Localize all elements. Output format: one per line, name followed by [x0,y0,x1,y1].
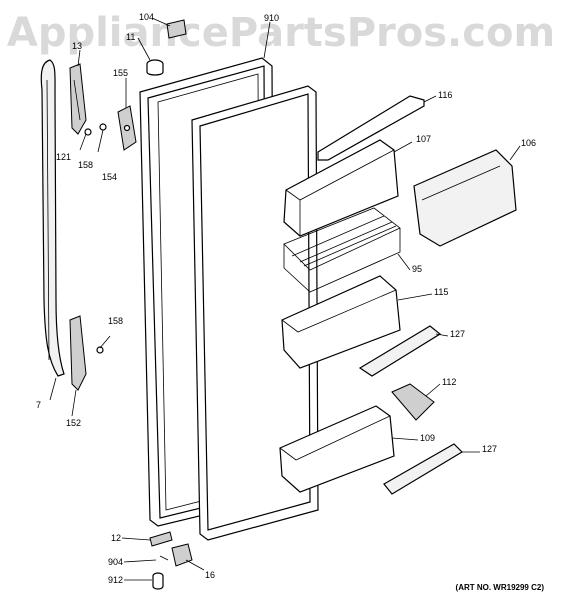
callout-13: 13 [72,41,83,51]
leader-lines [49,17,521,581]
callout-16: 16 [205,570,216,580]
callout-109: 109 [420,433,436,443]
callout-12: 12 [111,533,122,543]
callout-912: 912 [108,575,124,585]
bin-trim-upper [358,325,442,377]
shelf-bar [317,95,425,161]
bin-trim-lower [383,443,463,495]
lower-handle-bracket [69,315,87,391]
small-bin [391,383,435,421]
callout-107: 107 [416,134,432,144]
middle-door-bin [281,275,401,369]
wire-rack [283,207,401,293]
callout-155: 155 [113,68,129,78]
art-number: (ART NO. WR19299 C2) [455,583,544,592]
upper-door-bin [283,139,399,237]
dairy-cover [413,149,517,247]
callout-104: 104 [139,12,155,22]
top-bushing [146,59,164,76]
top-plate [166,19,187,39]
callout-158-lower: 158 [108,316,124,326]
callout-7: 7 [36,400,42,410]
callout-910: 910 [264,13,280,23]
callout-95: 95 [412,264,423,274]
lower-hinge-parts [149,531,193,590]
lower-door-bin [279,405,395,493]
callout-127-upper: 127 [450,329,466,339]
callout-154: 154 [102,172,118,182]
callout-115: 115 [434,287,449,297]
callout-116: 116 [438,90,453,100]
callout-121: 121 [56,152,72,162]
door-handle [40,59,65,377]
callout-158-upper: 158 [78,160,94,170]
upper-handle-bracket [69,63,87,135]
callout-152: 152 [66,418,82,428]
callout-904: 904 [108,557,124,567]
screws [79,123,111,354]
watermark: AppliancePartsPros.com [6,10,556,56]
callout-112: 112 [442,377,457,387]
callout-106: 106 [521,138,537,148]
hinge-cover [117,105,137,151]
callout-127-lower: 127 [482,444,498,454]
callout-11: 11 [126,32,136,42]
